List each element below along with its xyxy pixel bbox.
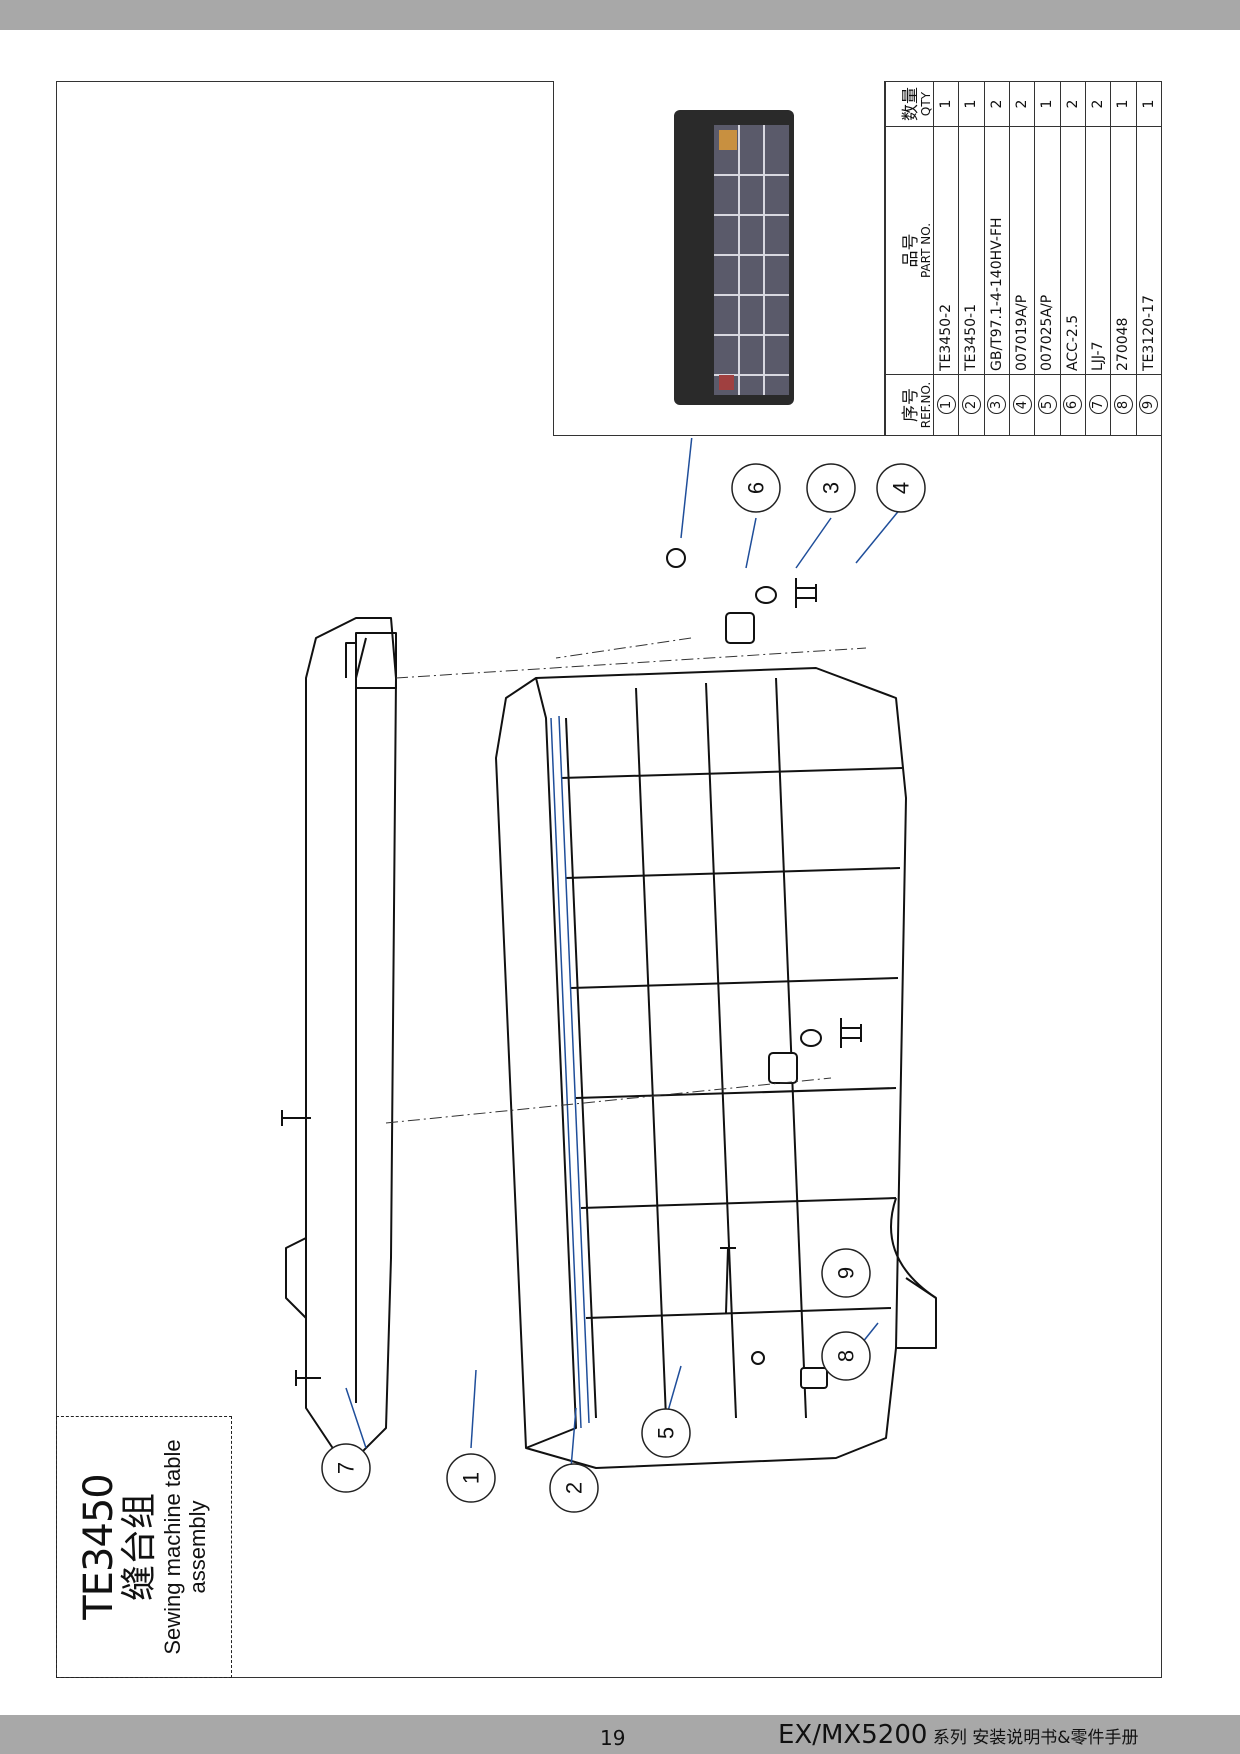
screw-left	[840, 1018, 862, 1048]
quantity: 1	[933, 81, 959, 127]
header-qty: 数量 QTY	[885, 81, 934, 127]
tray-rib-v6	[560, 767, 903, 779]
footer-band	[0, 1715, 1240, 1754]
tray-rib-v2	[580, 1197, 897, 1209]
part-number: 270048	[1110, 126, 1137, 375]
ref-number: 3	[987, 395, 1007, 415]
nut-part-9	[751, 1351, 765, 1365]
part-number: 007025A/P	[1034, 126, 1061, 375]
part-number: GB/T97.1-4-140HV-FH	[984, 126, 1010, 375]
quantity: 1	[1110, 81, 1137, 127]
callout-5	[641, 1408, 691, 1458]
callout-7-label: 7	[334, 1462, 359, 1474]
washer-right	[755, 586, 777, 604]
rotated-sheet: TE3450 缝台组 Sewing machine table assembly	[56, 81, 1162, 1678]
ref-number: 5	[1037, 395, 1057, 415]
callout-1	[446, 1453, 496, 1503]
screw-part-7b	[281, 1110, 311, 1126]
render-thumbnail	[553, 81, 885, 436]
part-number: TE3450-1	[958, 126, 985, 375]
tray-rib-h1	[635, 687, 667, 1419]
parts-list-table: 序号 REF.NO. 品号 PART NO. 数量 QTY 1 TE3450-2…	[885, 81, 1162, 436]
callout-2-label: 2	[562, 1482, 587, 1494]
table-row: 2 TE3450-1 1	[958, 81, 985, 436]
part-number: TE3120-17	[1136, 126, 1162, 375]
tray-inner-front	[565, 717, 597, 1419]
table-row: 9 TE3120-17 1	[1136, 81, 1162, 436]
tray-notch	[896, 1277, 937, 1349]
tray-rib-h2	[705, 682, 737, 1419]
header-ref: 序号 REF.NO.	[885, 374, 934, 436]
ref-number: 9	[1139, 395, 1159, 415]
callout-9-label: 9	[834, 1267, 859, 1279]
callout-6-label: 6	[744, 482, 769, 494]
screw-part-7	[295, 1370, 321, 1386]
table-row: 5 007025A/P 1	[1034, 81, 1061, 436]
callout-4-label: 4	[889, 482, 914, 494]
quantity: 1	[1034, 81, 1061, 127]
callout-7	[321, 1443, 371, 1493]
tray-rib-h3	[775, 677, 807, 1419]
ref-number: 7	[1088, 395, 1108, 415]
tray-rib-v1	[585, 1307, 892, 1319]
spacer-left	[768, 1052, 798, 1084]
tray-rib-v5	[565, 867, 901, 879]
part-number: 007019A/P	[1009, 126, 1035, 375]
callout-4	[876, 463, 926, 513]
callout-1-label: 1	[459, 1472, 484, 1484]
tray-outline	[495, 667, 907, 1469]
washer-left	[800, 1029, 822, 1047]
cover-plate-step	[285, 1237, 307, 1319]
callout-6	[731, 463, 781, 513]
ref-number: 2	[961, 395, 981, 415]
parts-table-header: 序号 REF.NO. 品号 PART NO. 数量 QTY	[885, 81, 934, 436]
header-band	[0, 0, 1240, 30]
screw-right	[795, 578, 817, 608]
tray-front-edge	[525, 677, 577, 1449]
table-row: 1 TE3450-2 1	[933, 81, 959, 436]
part-number: LJJ-7	[1085, 126, 1111, 375]
table-row: 7 LJJ-7 2	[1085, 81, 1111, 436]
callout-3	[806, 463, 856, 513]
tray-rib-v3	[575, 1087, 897, 1099]
page-number: 19	[600, 1726, 626, 1750]
pin-part-5	[720, 1247, 736, 1314]
callout-8-label: 8	[834, 1350, 859, 1362]
callout-2	[549, 1463, 599, 1513]
table-row: 3 GB/T97.1-4-140HV-FH 2	[984, 81, 1010, 436]
cover-plate-inner-edge	[355, 637, 367, 1403]
quantity: 2	[1085, 81, 1111, 127]
hinge-knob	[345, 632, 397, 689]
ref-number: 4	[1012, 395, 1032, 415]
header-part: 品号 PART NO.	[885, 126, 934, 375]
exploded-view-drawing: 7 1 2 5 8 9 6 3 4	[281, 438, 937, 1513]
tray-rib-v4	[570, 977, 899, 989]
footer-title: EX/MX5200 系列 安装说明书&零件手册	[778, 1720, 1139, 1750]
footer-model: EX/MX5200	[778, 1720, 928, 1750]
hole-ring	[666, 548, 686, 568]
callout-3-label: 3	[819, 482, 844, 494]
part-number: TE3450-2	[933, 126, 959, 375]
table-row: 6 ACC-2.5 2	[1060, 81, 1086, 436]
quantity: 1	[958, 81, 985, 127]
tray-curve	[890, 1197, 937, 1299]
callout-8	[821, 1331, 871, 1381]
part-number: ACC-2.5	[1060, 126, 1086, 375]
quantity: 2	[984, 81, 1010, 127]
render-image	[674, 110, 794, 405]
ref-number: 8	[1113, 395, 1133, 415]
table-row: 8 270048 1	[1110, 81, 1137, 436]
ref-number: 1	[936, 395, 956, 415]
quantity: 2	[1060, 81, 1086, 127]
footer-subtitle: 系列 安装说明书&零件手册	[927, 1728, 1139, 1748]
ref-number: 6	[1063, 395, 1083, 415]
quantity: 2	[1009, 81, 1035, 127]
callout-9	[821, 1248, 871, 1298]
quantity: 1	[1136, 81, 1162, 127]
clip-part-8	[800, 1367, 828, 1389]
spacer-right	[725, 612, 755, 644]
table-row: 4 007019A/P 2	[1009, 81, 1035, 436]
cover-plate-outline	[305, 617, 397, 1469]
callout-5-label: 5	[654, 1427, 679, 1439]
